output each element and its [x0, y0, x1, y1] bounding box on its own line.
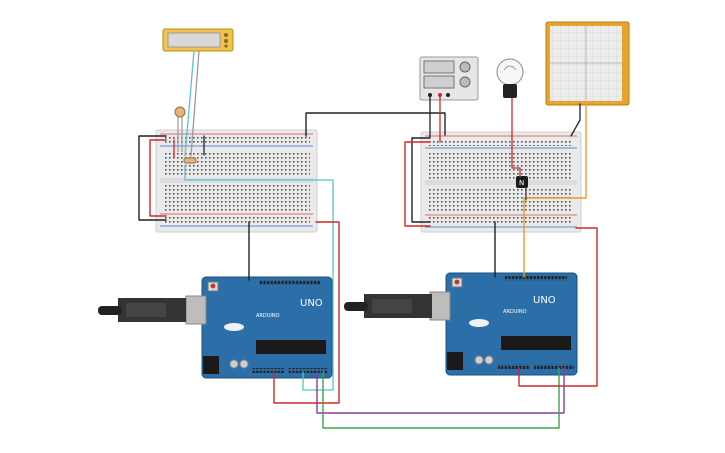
readout-screen [423, 75, 455, 89]
oval-mount [224, 323, 244, 331]
wire-red [511, 97, 521, 178]
readout-screen [423, 60, 455, 74]
lcd-screen [167, 32, 221, 48]
analog-header [288, 368, 328, 373]
usb-connector [185, 295, 207, 325]
terminal-pos [438, 93, 442, 97]
capacitor-icon [474, 355, 484, 365]
brand-label: ARDUINO [503, 309, 527, 315]
power-header [252, 368, 284, 373]
light-bulb[interactable] [496, 58, 524, 98]
lcd-pin [224, 33, 228, 37]
rail-holes [429, 217, 573, 224]
digital-header [505, 276, 567, 281]
wire-black [570, 103, 581, 137]
power-jack [203, 356, 219, 374]
bulb-filament-icon [503, 65, 517, 71]
transistor[interactable]: N [516, 176, 528, 188]
resistor[interactable] [183, 157, 197, 164]
wire-red [404, 141, 431, 227]
capacitor-icon [229, 359, 239, 369]
wire-black [138, 135, 167, 221]
breadboard-left[interactable] [155, 129, 318, 233]
terminal-holes [429, 153, 573, 179]
transistor-label: N [519, 179, 524, 187]
wire-black [411, 137, 431, 223]
wire-gray [190, 50, 200, 157]
knob-icon[interactable] [459, 61, 471, 73]
knob-icon[interactable] [459, 76, 471, 88]
brand-label: ARDUINO [256, 313, 280, 319]
microcontroller-chip [501, 336, 571, 350]
power-jack [447, 352, 463, 370]
usb-connector [429, 291, 451, 321]
bulb-base [503, 84, 517, 98]
rail-holes [164, 216, 310, 223]
wire-green [322, 367, 560, 429]
oscilloscope[interactable] [545, 21, 630, 106]
breadboard-right[interactable] [420, 131, 582, 233]
wire-cyan [184, 164, 334, 391]
terminal-neg [428, 93, 432, 97]
arduino-right[interactable]: UNO ARDUINO [429, 272, 578, 376]
power-header [498, 364, 530, 369]
wire-cyan [184, 50, 195, 157]
wires [138, 50, 598, 429]
usb-cable-left [98, 298, 186, 322]
wire-purple [316, 367, 565, 414]
oval-mount [469, 319, 489, 327]
capacitor-icon [239, 359, 249, 369]
wire-red [149, 139, 167, 217]
terminal-holes [164, 185, 310, 211]
center-channel [425, 180, 577, 185]
photoresistor[interactable] [174, 106, 186, 152]
usb-cable-right [344, 294, 432, 318]
wire-red [518, 227, 598, 387]
rail-holes [429, 139, 573, 146]
microcontroller-chip [256, 340, 326, 354]
terminal-neg [446, 93, 450, 97]
board-label: UNO [300, 298, 323, 309]
wire-black [305, 112, 446, 137]
arduino-left[interactable]: UNO ARDUINO [185, 276, 333, 379]
rail-holes [164, 137, 310, 144]
capacitor-icon [484, 355, 494, 365]
wire-red [273, 221, 340, 404]
lcd-pin [224, 39, 228, 43]
reset-button-cap [454, 279, 460, 285]
wire-orange [523, 103, 587, 278]
lcd-display[interactable] [162, 28, 234, 52]
reset-button-cap [210, 283, 216, 289]
lcd-pin [224, 44, 228, 48]
board-label: UNO [533, 295, 556, 306]
power-supply[interactable] [419, 56, 479, 101]
terminal-holes [164, 151, 310, 177]
analog-header [534, 364, 574, 369]
digital-header [259, 280, 321, 285]
terminal-holes [429, 187, 573, 213]
